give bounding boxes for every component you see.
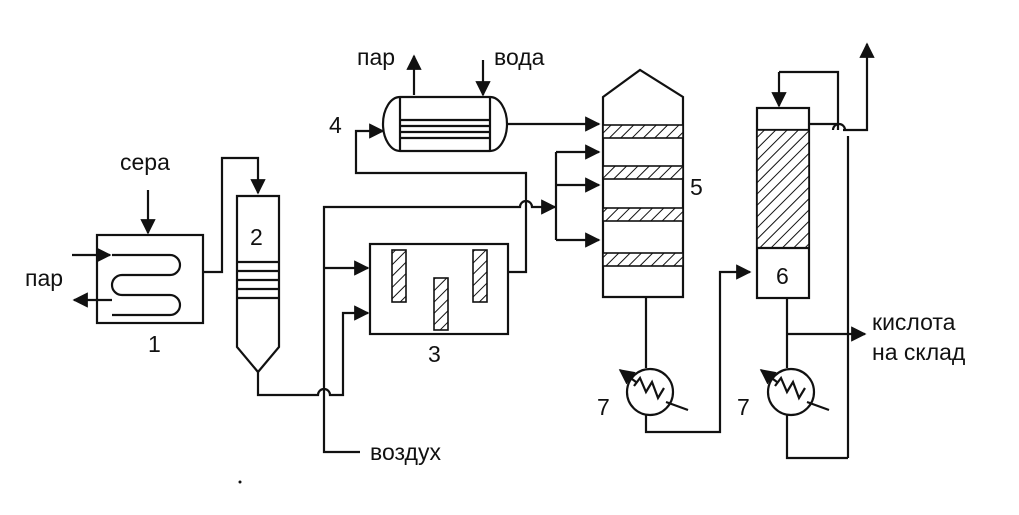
unit-4-boiler xyxy=(381,54,601,153)
unit-number-7a: 7 xyxy=(597,394,610,420)
line-cooler-to-absorber xyxy=(644,264,752,434)
unit-number-2: 2 xyxy=(250,224,263,250)
unit-2-furnace xyxy=(235,194,281,374)
label-steam-left: пар xyxy=(25,265,63,291)
converter-manifold xyxy=(554,144,601,248)
label-acid-line2: на склад xyxy=(872,339,966,365)
unit-number-5: 5 xyxy=(690,174,703,200)
line-unit3-to-boiler xyxy=(354,123,528,274)
line-recirc-top xyxy=(779,70,840,130)
unit-number-6: 6 xyxy=(776,263,789,289)
line-melter-to-furnace xyxy=(203,156,266,274)
steam-coil xyxy=(110,253,182,317)
unit-7b-cooler xyxy=(759,367,830,417)
unit-6-absorber xyxy=(755,106,811,300)
air-line xyxy=(322,199,557,454)
unit-5-converter xyxy=(601,68,685,299)
unit-number-7b: 7 xyxy=(737,394,750,420)
unit-number-3: 3 xyxy=(428,341,441,367)
unit-1-melter xyxy=(72,190,205,325)
label-sulfur: сера xyxy=(120,149,170,175)
unit-number-1: 1 xyxy=(148,331,161,357)
label-water: вода xyxy=(494,44,545,70)
label-steam-top: пар xyxy=(357,44,395,70)
unit-3-apparatus xyxy=(368,242,510,336)
label-air: воздух xyxy=(370,439,441,465)
label-acid-line1: кислота xyxy=(872,309,956,335)
unit-7a-cooler xyxy=(618,367,689,417)
exhaust-gas-arrow xyxy=(843,42,875,132)
stray-dot xyxy=(238,480,242,484)
unit-number-4: 4 xyxy=(329,112,342,138)
